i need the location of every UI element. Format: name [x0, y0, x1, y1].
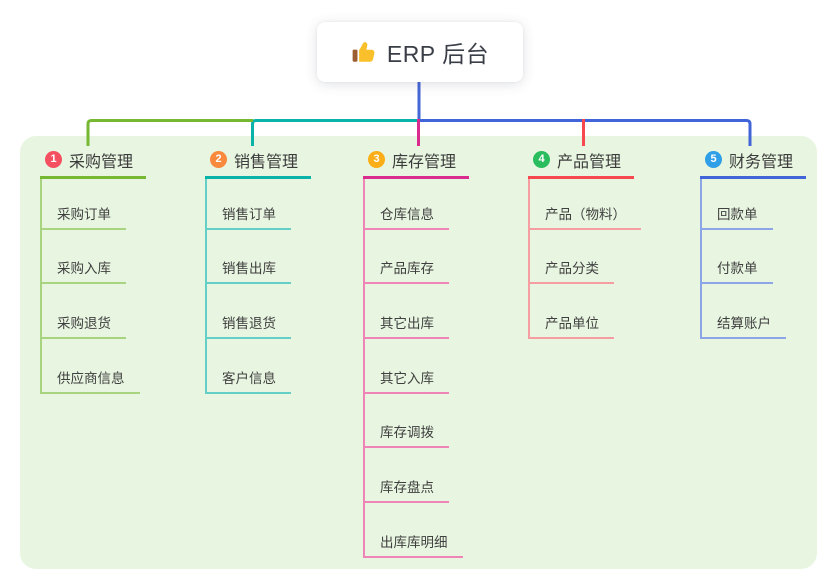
branch-trunk-line	[205, 179, 207, 394]
root-node[interactable]: ERP 后台	[317, 22, 523, 82]
branch-number-badge: 5	[705, 151, 722, 168]
child-node[interactable]: 结算账户	[700, 311, 786, 339]
child-node[interactable]: 采购退货	[40, 311, 126, 339]
branch-number-badge: 4	[533, 151, 550, 168]
child-node[interactable]: 产品分类	[528, 256, 614, 284]
child-node[interactable]: 产品（物料）	[528, 202, 641, 230]
child-node[interactable]: 供应商信息	[40, 366, 140, 394]
child-node[interactable]: 采购订单	[40, 202, 126, 230]
branch-trunk-line	[363, 179, 365, 558]
branch-node-2[interactable]: 2 销售管理	[205, 146, 312, 179]
child-node[interactable]: 销售订单	[205, 202, 291, 230]
child-node[interactable]: 回款单	[700, 202, 773, 230]
branch-label: 产品管理	[557, 153, 622, 171]
child-node[interactable]: 其它出库	[363, 311, 449, 339]
child-node[interactable]: 产品单位	[528, 311, 614, 339]
branch-label: 库存管理	[392, 153, 457, 171]
branch-number-badge: 3	[368, 151, 385, 168]
branch-node-4[interactable]: 4 产品管理	[528, 146, 635, 179]
child-node[interactable]: 销售退货	[205, 311, 291, 339]
branch-trunk-line	[40, 179, 42, 394]
branch-number-badge: 2	[210, 151, 227, 168]
branch-label: 销售管理	[234, 153, 299, 171]
child-node[interactable]: 其它入库	[363, 366, 449, 394]
child-node[interactable]: 库存调拨	[363, 420, 449, 448]
branch-label: 财务管理	[729, 153, 794, 171]
child-node[interactable]: 付款单	[700, 256, 773, 284]
branch-node-1[interactable]: 1 采购管理	[40, 146, 147, 179]
thumbs-up-icon	[352, 42, 375, 62]
branch-node-3[interactable]: 3 库存管理	[363, 146, 470, 179]
branch-label: 采购管理	[69, 153, 134, 171]
child-node[interactable]: 客户信息	[205, 366, 291, 394]
mindmap-panel	[20, 136, 817, 569]
child-node[interactable]: 库存盘点	[363, 475, 449, 503]
branch-number-badge: 1	[45, 151, 62, 168]
branch-trunk-line	[700, 179, 702, 339]
branch-trunk-line	[528, 179, 530, 339]
child-node[interactable]: 出库库明细	[363, 530, 463, 558]
child-node[interactable]: 采购入库	[40, 256, 126, 284]
child-node[interactable]: 销售出库	[205, 256, 291, 284]
child-node[interactable]: 仓库信息	[363, 202, 449, 230]
branch-node-5[interactable]: 5 财务管理	[700, 146, 807, 179]
root-title: ERP 后台	[386, 41, 490, 67]
child-node[interactable]: 产品库存	[363, 256, 449, 284]
